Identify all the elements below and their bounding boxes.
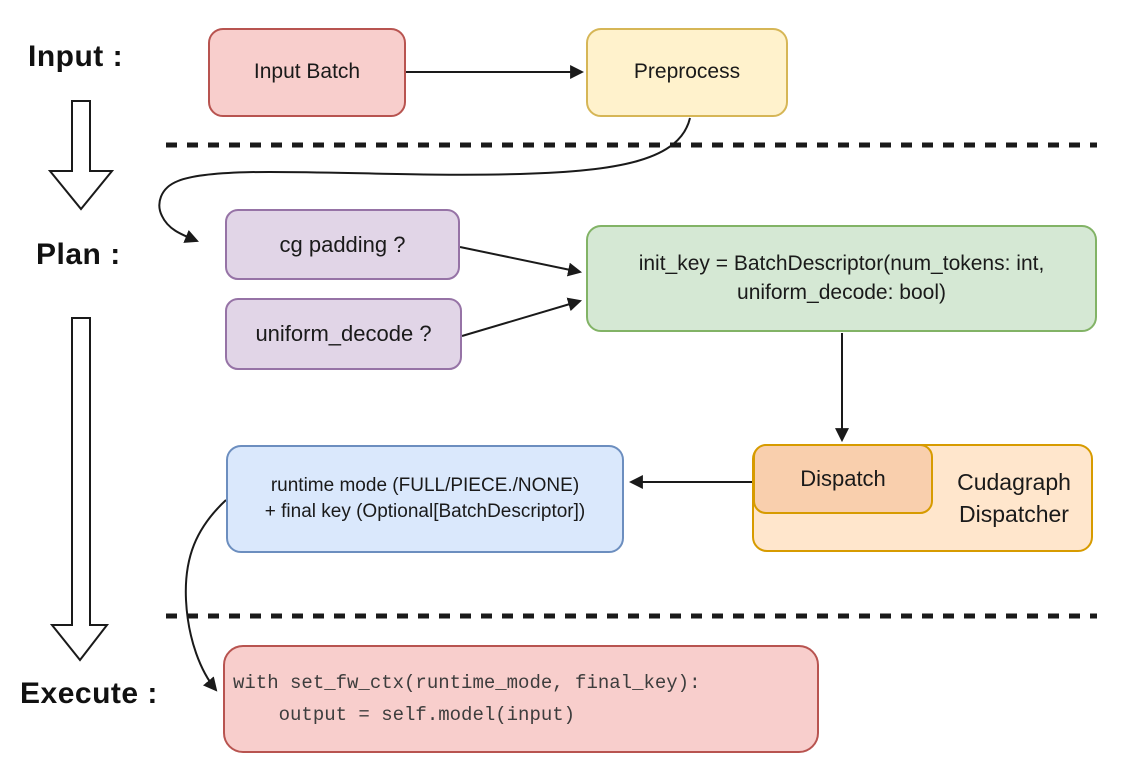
node-init-key: init_key = BatchDescriptor(num_tokens: i… (586, 225, 1097, 332)
node-runtime-mode-line2: + final key (Optional[BatchDescriptor]) (264, 501, 586, 522)
node-cg-padding-label: cg padding ? (279, 231, 406, 257)
node-init-key-line2: uniform_decode: bool) (737, 280, 946, 304)
node-cg-padding: cg padding ? (225, 209, 460, 280)
stage-label-execute: Execute : (20, 677, 158, 710)
node-runtime-mode-line1: runtime mode (FULL/PIECE./NONE) (270, 475, 580, 497)
node-preprocess: Preprocess (586, 28, 788, 117)
node-cudagraph-dispatcher-label: Cudagraph Dispatcher (935, 446, 1093, 550)
node-dispatch-label: Dispatch (800, 466, 886, 492)
stage-arrow-input-to-plan (47, 100, 115, 211)
node-uniform-decode-label: uniform_decode ? (255, 321, 432, 347)
node-execute-code-line2: output = self.model(input) (233, 704, 576, 726)
node-cudagraph-dispatcher-line1: Cudagraph (957, 468, 1071, 495)
node-init-key-line1: init_key = BatchDescriptor(num_tokens: i… (638, 252, 1045, 276)
node-cudagraph-dispatcher-line2: Dispatcher (959, 501, 1069, 527)
stage-label-input: Input : (28, 40, 124, 73)
node-input-batch-label: Input Batch (253, 60, 361, 84)
arrow-preprocess-to-cgpadding-curve (158, 117, 691, 243)
arrow-uniformdecode-to-initkey (461, 297, 583, 337)
stage-label-plan: Plan : (36, 238, 121, 271)
arrow-runtimemode-to-executecode-curve (184, 499, 227, 692)
node-dispatch: Dispatch (753, 444, 933, 514)
node-execute-code: with set_fw_ctx(runtime_mode, final_key)… (223, 645, 819, 753)
node-uniform-decode: uniform_decode ? (225, 298, 462, 370)
node-runtime-mode: runtime mode (FULL/PIECE./NONE) + final … (226, 445, 624, 553)
arrow-cgpadding-to-initkey (459, 246, 583, 277)
node-execute-code-line1: with set_fw_ctx(runtime_mode, final_key)… (233, 671, 701, 694)
stage-arrow-plan-to-execute (49, 317, 110, 662)
node-preprocess-label: Preprocess (633, 60, 741, 84)
node-input-batch: Input Batch (208, 28, 406, 117)
